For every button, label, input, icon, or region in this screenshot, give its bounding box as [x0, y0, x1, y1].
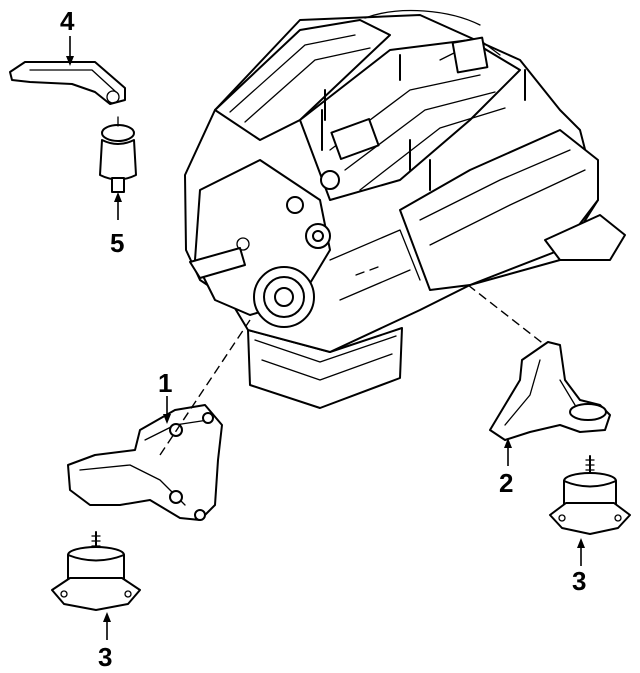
callout-3-left: 3 [98, 642, 112, 672]
engine-mount-bracket-right [489, 341, 611, 441]
callout-leaders [66, 36, 585, 640]
mount-insulator-right [549, 455, 631, 535]
engine-mount-bracket-left [67, 404, 223, 521]
callout-2: 2 [499, 468, 513, 498]
strut-bracket-upper [9, 61, 126, 105]
torque-strut-damper [99, 116, 137, 193]
alignment-lines [159, 284, 546, 456]
callout-5: 5 [110, 228, 124, 258]
mount-insulator-left [51, 531, 141, 611]
callout-1: 1 [158, 368, 172, 398]
callout-4: 4 [60, 6, 75, 36]
callout-3-right: 3 [572, 566, 586, 596]
engine-assembly [184, 9, 626, 409]
